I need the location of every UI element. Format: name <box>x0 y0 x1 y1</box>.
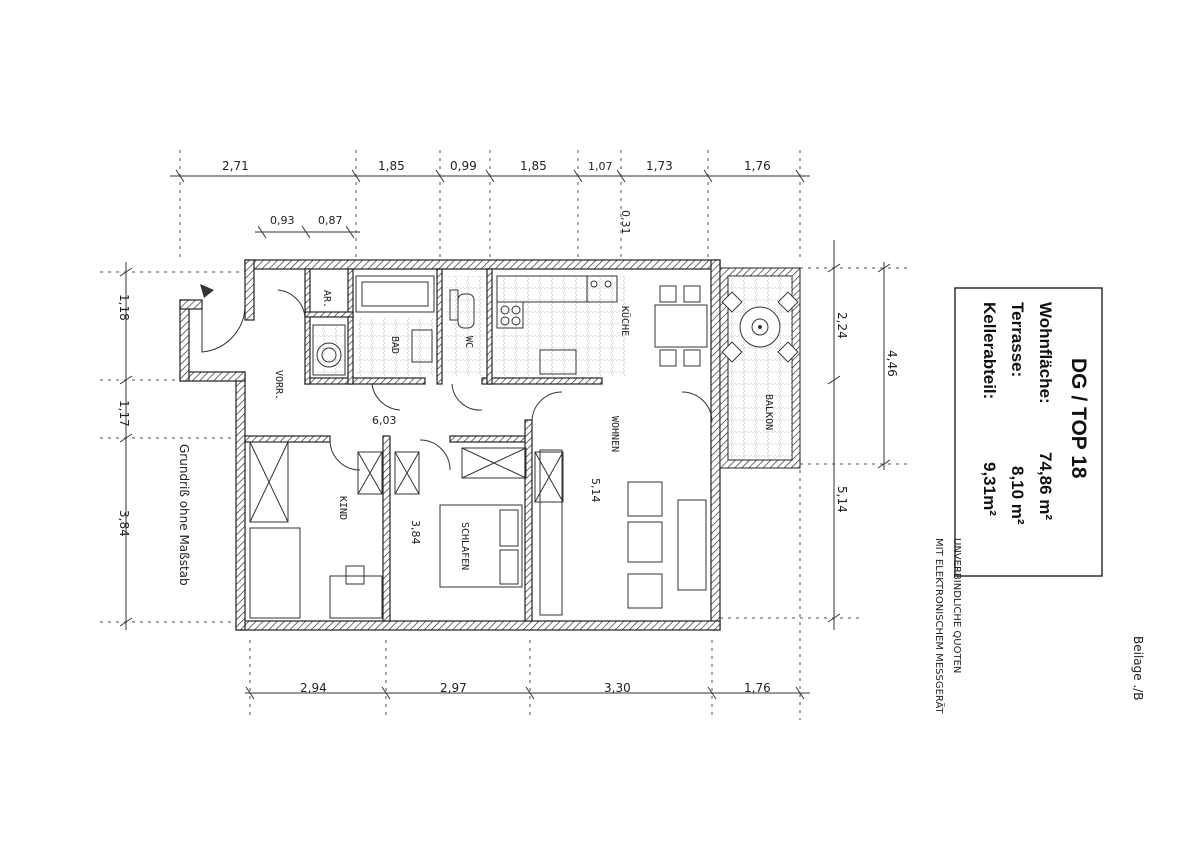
dim-schlafen-depth: 3,84 <box>409 520 422 545</box>
right-dimension-labels: 2,24 4,46 5,14 <box>835 312 899 513</box>
dim-bottom-4: 1,76 <box>744 681 771 695</box>
room-labels: AR. BAD WC KÜCHE VORR. WOHNEN BALKON KIN… <box>273 290 774 570</box>
dim-top-sub-2: 0,87 <box>318 214 343 227</box>
inner-dimension-labels: 6,03 5,14 3,84 <box>372 414 602 545</box>
room-label-wohnen: WOHNEN <box>609 416 620 452</box>
dim-top-note: 0,31 <box>619 210 632 235</box>
room-label-schlafen: SCHLAFEN <box>459 522 470 570</box>
room-label-bad: BAD <box>389 336 400 354</box>
doors <box>201 289 713 471</box>
dim-wohnen-depth: 5,14 <box>589 478 602 503</box>
info-box-value-1: 74,86 m² <box>1036 452 1055 520</box>
extension-lines <box>100 150 910 720</box>
info-box-value-3: 9,31m² <box>980 462 999 516</box>
info-box: DG / TOP 18 Wohnfläche: 74,86 m² Terrass… <box>954 287 1103 577</box>
dim-top-sub-1: 0,93 <box>270 214 295 227</box>
top-dimension-labels: 2,71 1,85 0,99 1,85 1,07 1,73 1,76 0,93 … <box>222 159 771 235</box>
dim-right-1: 2,24 <box>835 312 849 339</box>
note-line-2: MIT ELEKTRONISCHEM MESSGERÄT <box>933 538 946 715</box>
measurement-note: UNVERBINDLICHE QUOTEN MIT ELEKTRONISCHEM… <box>933 538 962 715</box>
dim-vorr-width: 6,03 <box>372 414 397 427</box>
room-label-wc: WC <box>463 336 474 348</box>
info-box-title: DG / TOP 18 <box>1067 358 1090 479</box>
dim-top-6: 1,73 <box>646 159 673 173</box>
dim-bottom-1: 2,94 <box>300 681 327 695</box>
note-line-1: UNVERBINDLICHE QUOTEN <box>951 538 962 673</box>
scale-note: Grundriß ohne Maßstab <box>177 444 191 586</box>
kitchen-fixtures <box>495 275 625 376</box>
dim-left-3: 3,84 <box>117 510 131 537</box>
attachment-label: Beilage ./B <box>1131 636 1145 701</box>
room-label-kind: KIND <box>337 496 348 520</box>
dim-top-1: 2,71 <box>222 159 249 173</box>
dim-top-5: 1,07 <box>588 160 613 173</box>
info-box-value-2: 8,10 m² <box>1008 466 1027 525</box>
balcony <box>719 267 801 469</box>
dim-right-3: 5,14 <box>835 486 849 513</box>
living-furniture <box>539 449 707 616</box>
dim-top-4: 1,85 <box>520 159 547 173</box>
dim-bottom-3: 3,30 <box>604 681 631 695</box>
dining-table <box>654 285 708 367</box>
bottom-dimension-labels: 2,94 2,97 3,30 1,76 <box>300 681 771 695</box>
dim-bottom-2: 2,97 <box>440 681 467 695</box>
room-label-kueche: KÜCHE <box>619 306 632 336</box>
dim-top-3: 0,99 <box>450 159 477 173</box>
info-box-label-3: Kellerabteil: <box>980 302 999 399</box>
room-label-ar: AR. <box>321 290 332 308</box>
dim-right-2: 4,46 <box>885 350 899 377</box>
dim-left-2: 1,17 <box>117 400 131 427</box>
dim-top-7: 1,76 <box>744 159 771 173</box>
left-dimension-labels: 1,18 1,17 3,84 <box>117 294 131 537</box>
info-box-label-2: Terrasse: <box>1008 302 1027 377</box>
interior-walls <box>244 268 603 622</box>
exterior-walls <box>179 259 721 631</box>
dim-top-2: 1,85 <box>378 159 405 173</box>
room-label-vorr: VORR. <box>273 370 284 400</box>
bedroom-furniture <box>249 441 564 619</box>
room-label-balkon: BALKON <box>763 394 774 430</box>
entry-arrow-icon <box>200 284 214 298</box>
dim-left-1: 1,18 <box>117 294 131 321</box>
bathroom-fixtures <box>312 275 485 376</box>
info-box-label-1: Wohnfläche: <box>1036 302 1055 404</box>
